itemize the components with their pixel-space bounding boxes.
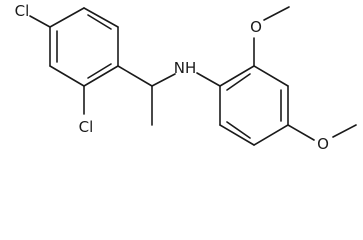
dichlorophenyl-ring: [49, 7, 119, 87]
o-methyl-bond: [332, 124, 357, 138]
ring-double-bond: [87, 63, 112, 79]
chlorine-label-top: Cl: [15, 2, 30, 20]
dimethoxyphenyl-ring: [219, 65, 289, 146]
ring-to-ch-bond: [117, 65, 153, 87]
ch-to-n-bond: [151, 73, 176, 87]
ring-bond: [219, 124, 255, 146]
ring-double-bond: [87, 14, 112, 30]
ring-bond: [49, 65, 85, 87]
ring-bond: [83, 7, 119, 28]
o-methyl-bond: [263, 6, 290, 21]
oxygen-label-bottom: O: [317, 135, 329, 153]
c-o-bond: [287, 124, 315, 141]
ring-bond: [49, 7, 85, 28]
ring-double-bond: [226, 73, 251, 91]
ring-bond: [83, 65, 119, 87]
ring-bond: [253, 65, 289, 87]
amine-label: NH: [174, 59, 197, 77]
n-to-ring-bond: [196, 72, 221, 87]
ring-bond: [253, 124, 289, 146]
ring-double-bond: [226, 121, 251, 139]
structure-diagram: Cl Cl NH O O: [15, 2, 357, 153]
chlorine-label-ortho: Cl: [79, 118, 94, 136]
oxygen-label-top: O: [250, 18, 262, 36]
c-cl-bond: [29, 15, 51, 28]
ring-bond: [219, 65, 255, 87]
